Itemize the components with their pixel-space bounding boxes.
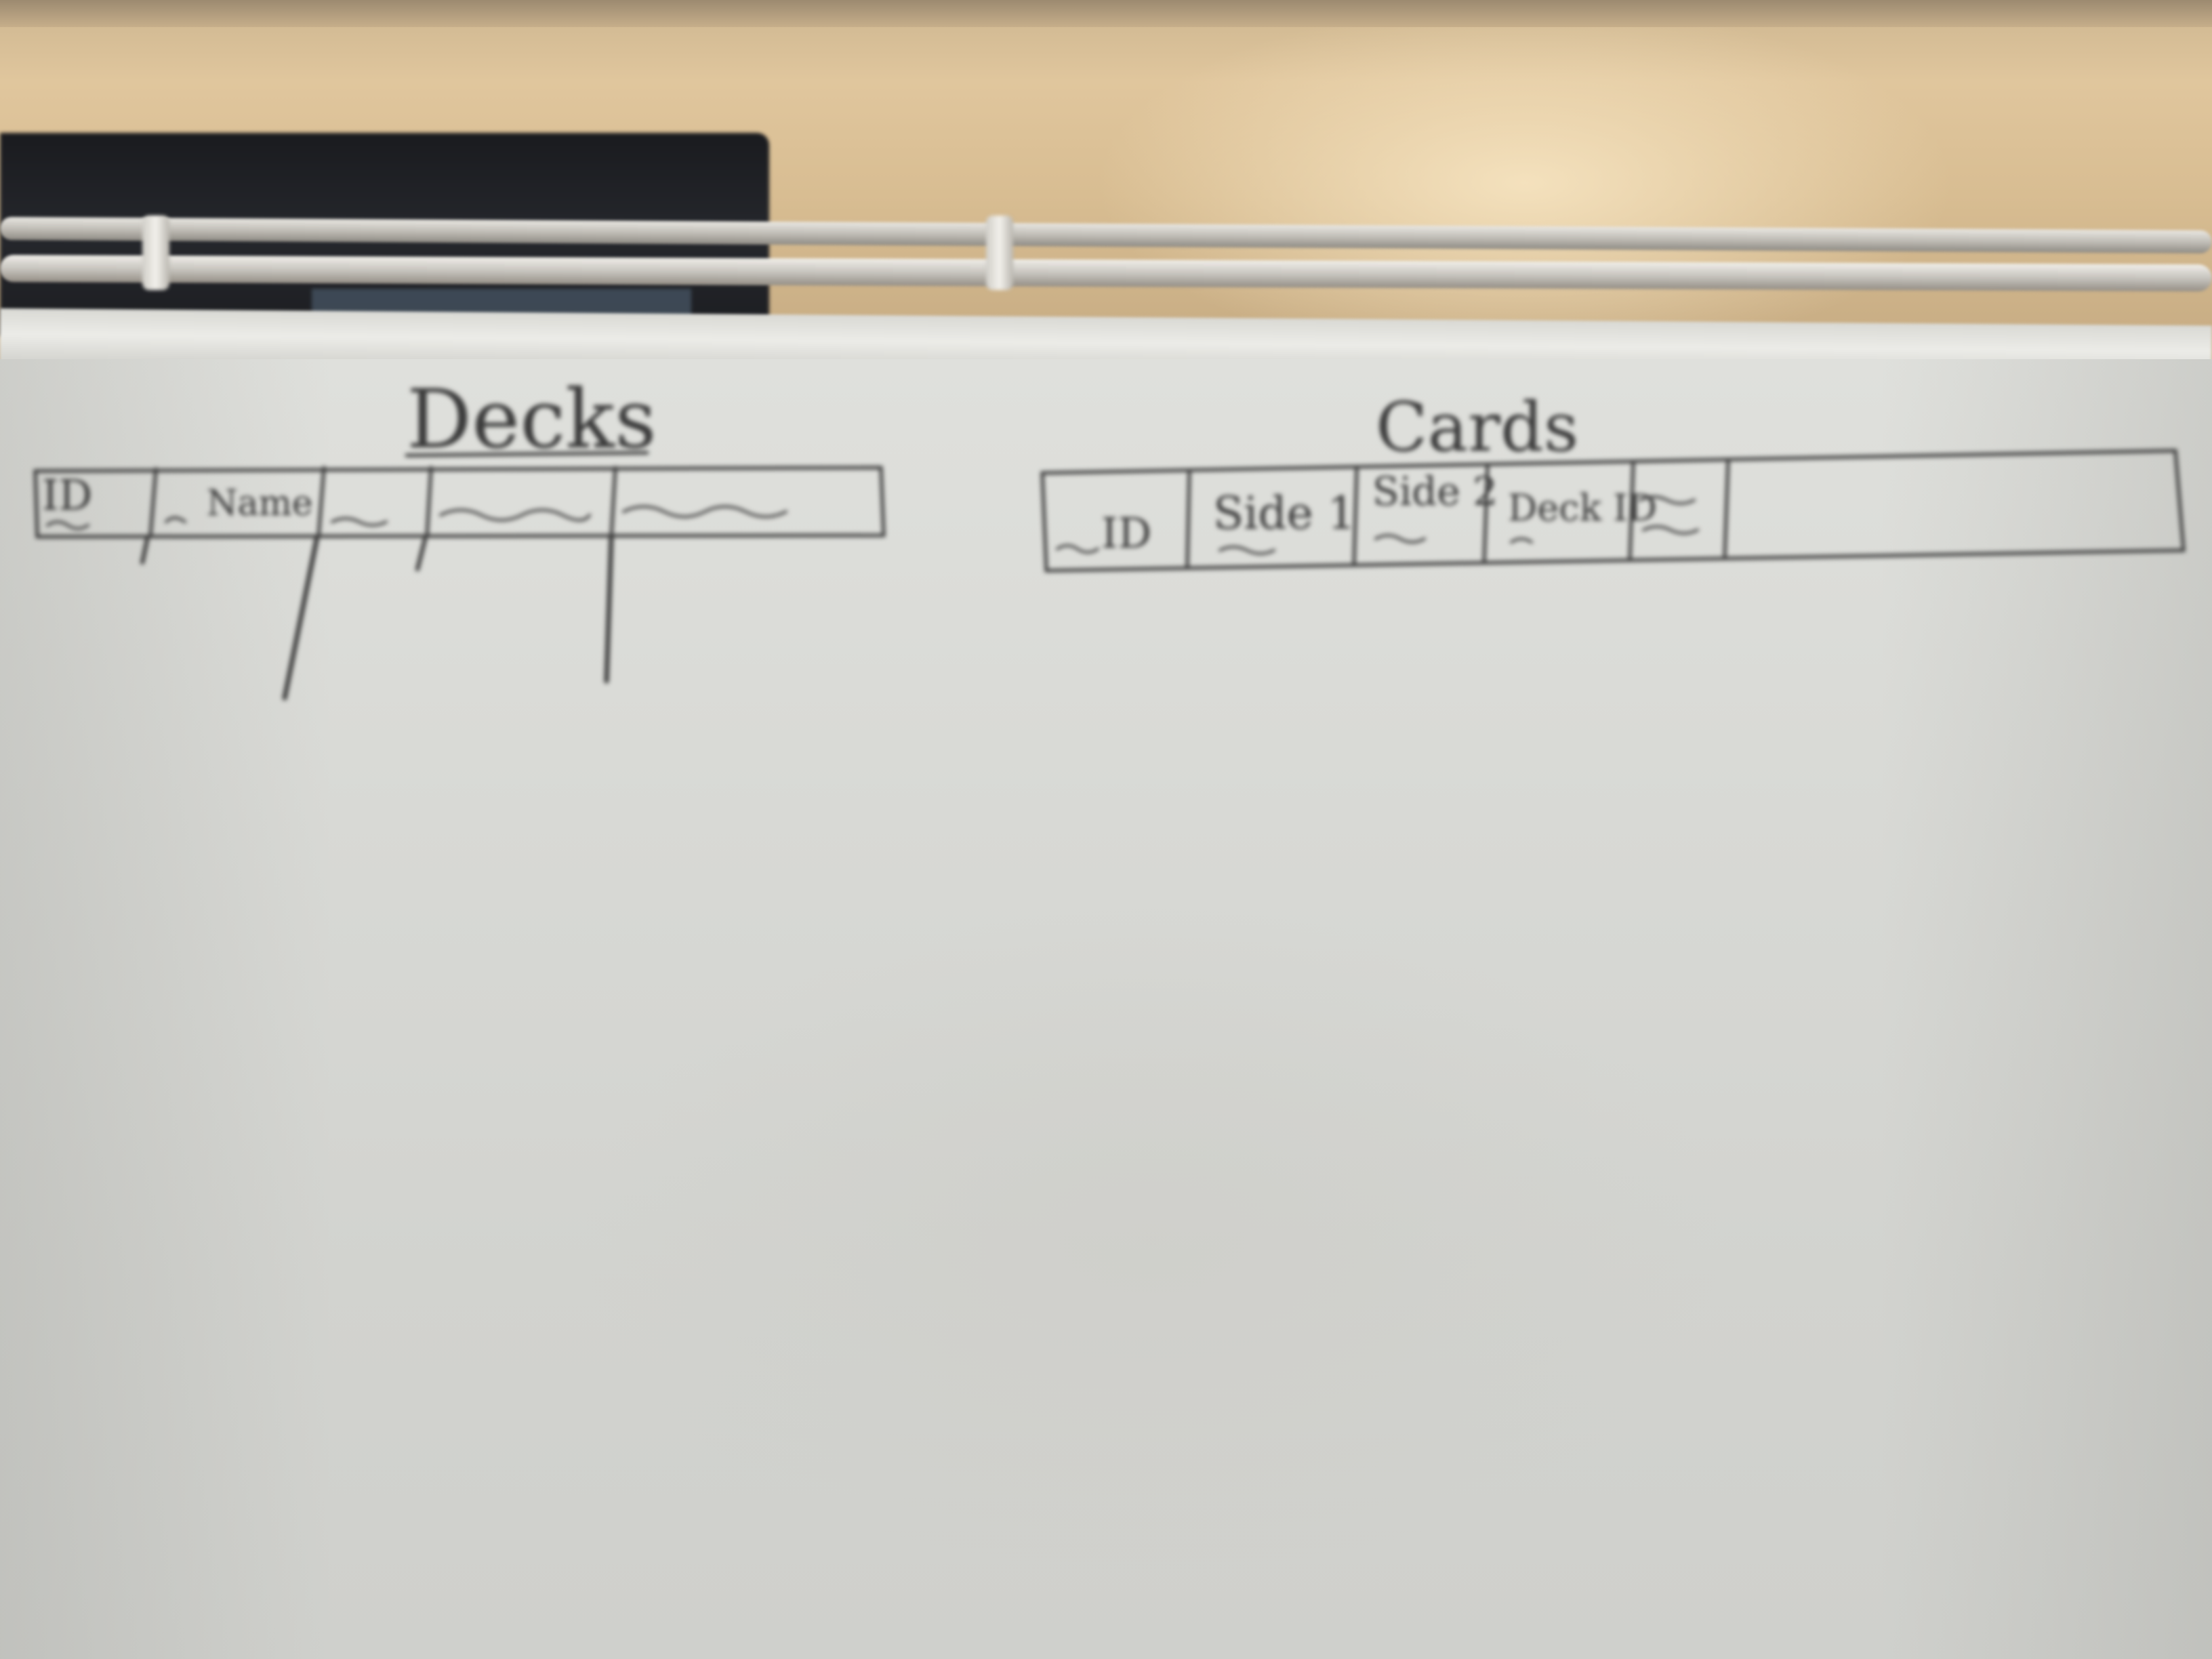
cards-col-deck-id: Deck ID — [1508, 487, 1657, 529]
rail-clip-middle — [986, 216, 1013, 290]
decks-col-id: ID — [42, 470, 92, 520]
cards-scribble-3 — [1374, 534, 1426, 544]
decks-divider-1 — [148, 467, 158, 537]
decks-drip-2 — [282, 534, 320, 701]
cards-divider-3 — [1482, 463, 1490, 563]
cards-scribble-6 — [1642, 525, 1699, 535]
whiteboard — [0, 359, 2212, 1659]
cards-col-side2: Side 2 — [1372, 468, 1498, 514]
decks-drip-3 — [415, 535, 428, 571]
decks-title: Decks — [407, 373, 657, 467]
cards-scribble-5 — [1639, 495, 1696, 505]
decks-col-name: Name — [207, 483, 313, 524]
decks-table-outline — [33, 466, 886, 539]
decks-title-underline — [405, 451, 649, 457]
decks-divider-2 — [316, 466, 326, 539]
decks-drip-4 — [604, 534, 614, 684]
decks-divider-4 — [609, 466, 617, 539]
cards-divider-2 — [1352, 466, 1359, 566]
cards-divider-5 — [1723, 459, 1730, 558]
decks-scribble-3 — [331, 517, 388, 527]
cards-scribble-2 — [1218, 546, 1275, 555]
cards-table-outline — [1040, 449, 2186, 573]
whiteboard-shading — [0, 359, 2212, 1659]
rail-clip-left — [142, 216, 169, 290]
cards-divider-1 — [1185, 468, 1191, 569]
cards-col-id: ID — [1101, 508, 1151, 558]
decks-scribble-2 — [165, 516, 186, 523]
decks-drip-1 — [140, 535, 150, 565]
cards-col-side1: Side 1 — [1213, 487, 1356, 539]
decks-scribble-5 — [622, 505, 787, 518]
cards-divider-4 — [1628, 460, 1635, 560]
decks-scribble-4 — [439, 508, 591, 522]
cards-scribble-4 — [1510, 537, 1533, 544]
decks-scribble-1 — [46, 520, 89, 530]
decks-divider-3 — [425, 466, 433, 539]
ceiling-edge — [0, 0, 2212, 27]
cards-title: Cards — [1376, 388, 1578, 467]
cards-scribble-1 — [1056, 544, 1099, 554]
